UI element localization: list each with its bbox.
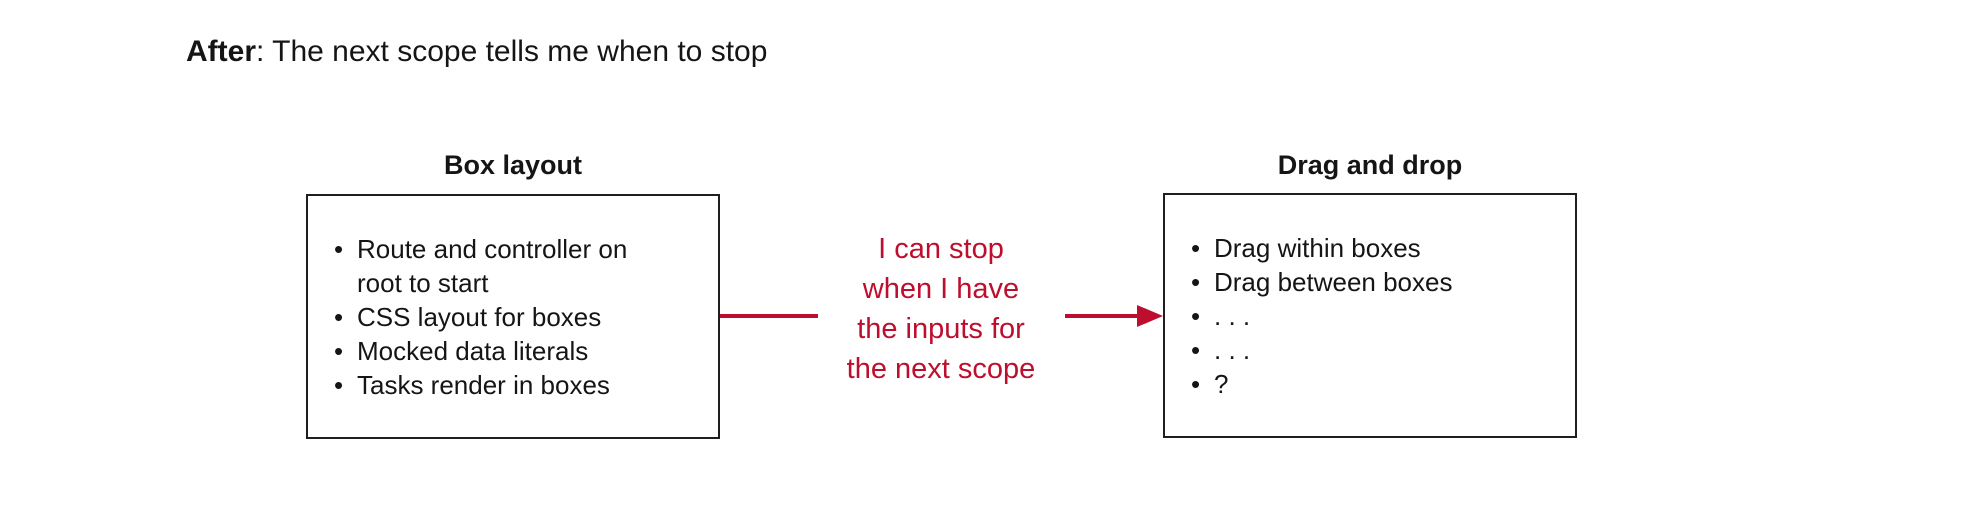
slide-title-rest: : The next scope tells me when to stop — [256, 35, 768, 68]
left-box-title: Box layout — [443, 150, 583, 180]
slide-title-lead: After — [186, 35, 257, 68]
right-box-list: Drag within boxes Drag between boxes . .… — [1165, 231, 1575, 401]
left-box: Route and controller on root to start CS… — [306, 194, 720, 439]
connector-label: I can stop when I have the inputs for th… — [846, 233, 1036, 385]
list-item: ? — [1190, 367, 1561, 401]
list-item: Route and controller on root to start — [333, 232, 704, 300]
list-item: Drag between boxes — [1190, 265, 1561, 299]
list-item: . . . — [1190, 299, 1561, 333]
list-item: Mocked data literals — [333, 334, 704, 368]
connector-line-right — [1065, 314, 1139, 318]
list-item: . . . — [1190, 333, 1561, 367]
arrow-right-icon — [1137, 305, 1163, 327]
right-box: Drag within boxes Drag between boxes . .… — [1163, 193, 1577, 438]
right-box-title: Drag and drop — [1277, 150, 1463, 180]
list-item: Tasks render in boxes — [333, 368, 704, 402]
left-box-list: Route and controller on root to start CS… — [308, 232, 718, 402]
slide-title: After: The next scope tells me when to s… — [186, 33, 767, 70]
list-item: CSS layout for boxes — [333, 300, 704, 334]
connector-line-left — [720, 314, 818, 318]
list-item: Drag within boxes — [1190, 231, 1561, 265]
